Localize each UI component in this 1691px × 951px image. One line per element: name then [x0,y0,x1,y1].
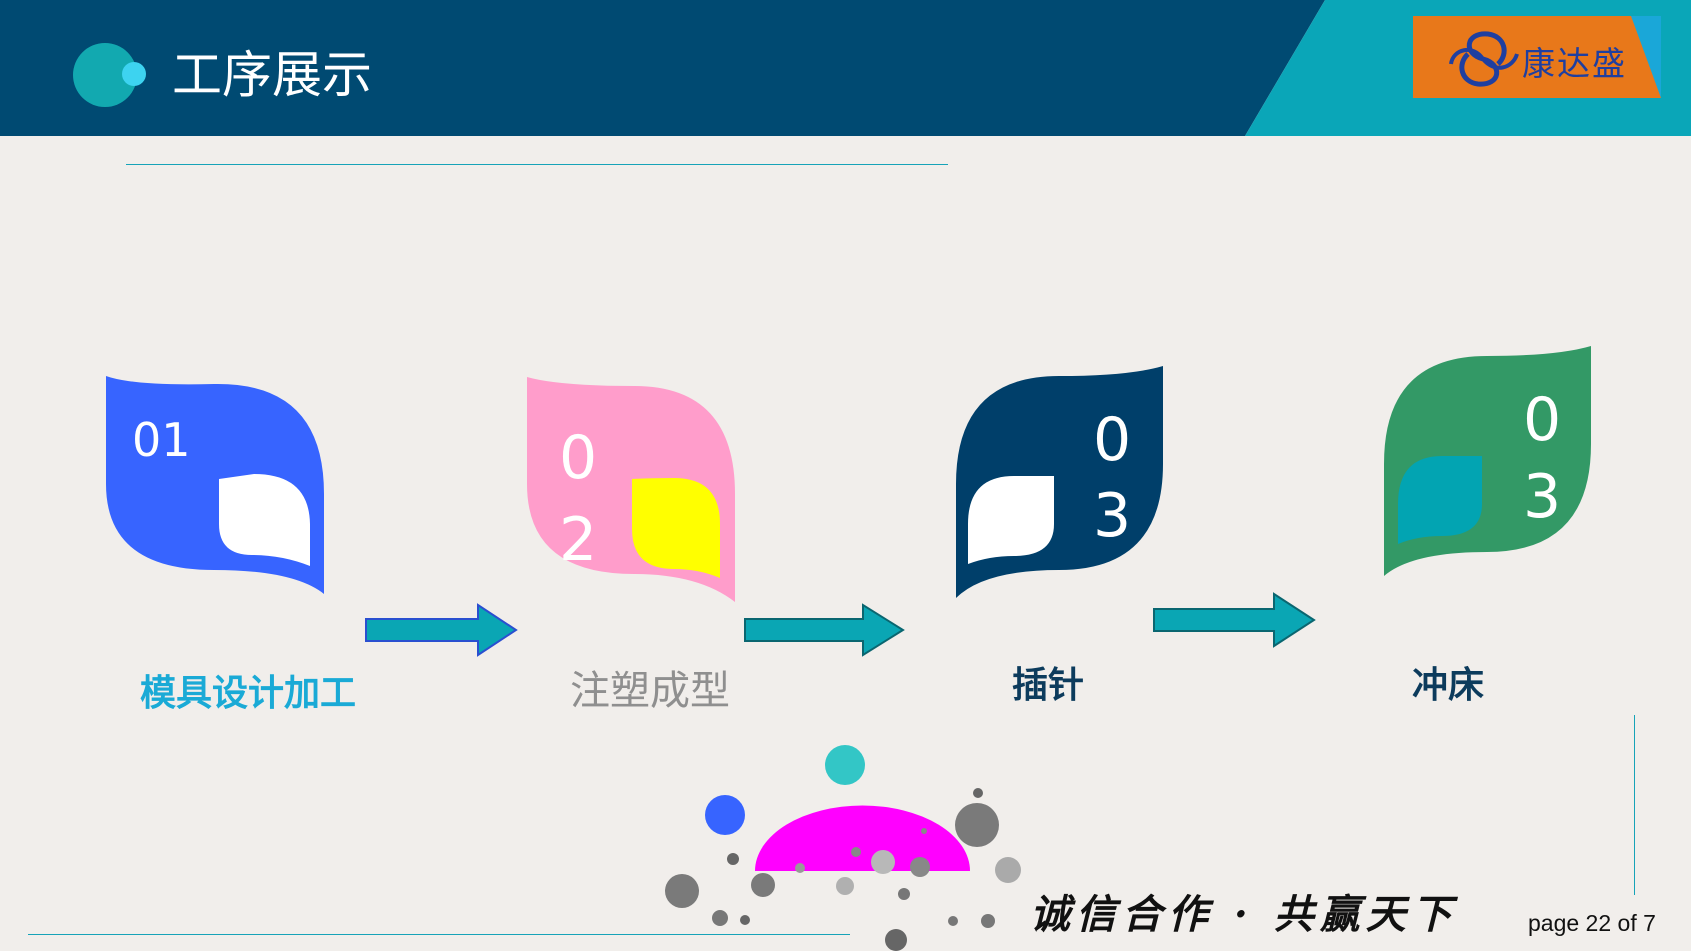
step-4-number-line1: 0 [1523,385,1562,455]
step-2-number-line1: 0 [559,423,598,493]
right-divider [1634,715,1635,895]
step-1-leaf [106,376,324,594]
page-number: page 22 of 7 [1528,910,1656,936]
step-1-label: 模具设计加工 [140,673,357,714]
step-2-number-line2: 2 [559,505,598,575]
decorative-dots [665,745,1021,951]
circle-logo-icon [73,43,146,107]
swirl-logo-icon [1449,31,1519,87]
step-1-number: 01 [132,413,191,467]
slogan: 诚信合作 · 共赢天下 [1030,891,1458,938]
step-2-label: 注塑成型 [570,668,730,714]
step-3-leaf [956,366,1163,598]
step-2-leaf [527,377,735,602]
step-3-number-line1: 0 [1093,405,1132,475]
step-4-label: 冲床 [1412,665,1485,706]
right-arrow-icon [744,603,905,657]
right-arrow-icon [1153,592,1316,648]
step-4-leaf [1384,346,1591,576]
bottom-divider [28,934,850,935]
logo-text: 康达盛 [1522,44,1627,83]
step-3-label: 插针 [1012,665,1085,706]
step-4-number-line2: 3 [1523,462,1562,532]
step-3-number-line2: 3 [1093,481,1132,551]
right-arrow-icon [365,603,518,657]
top-divider [126,164,948,165]
page-title: 工序展示 [172,46,372,104]
